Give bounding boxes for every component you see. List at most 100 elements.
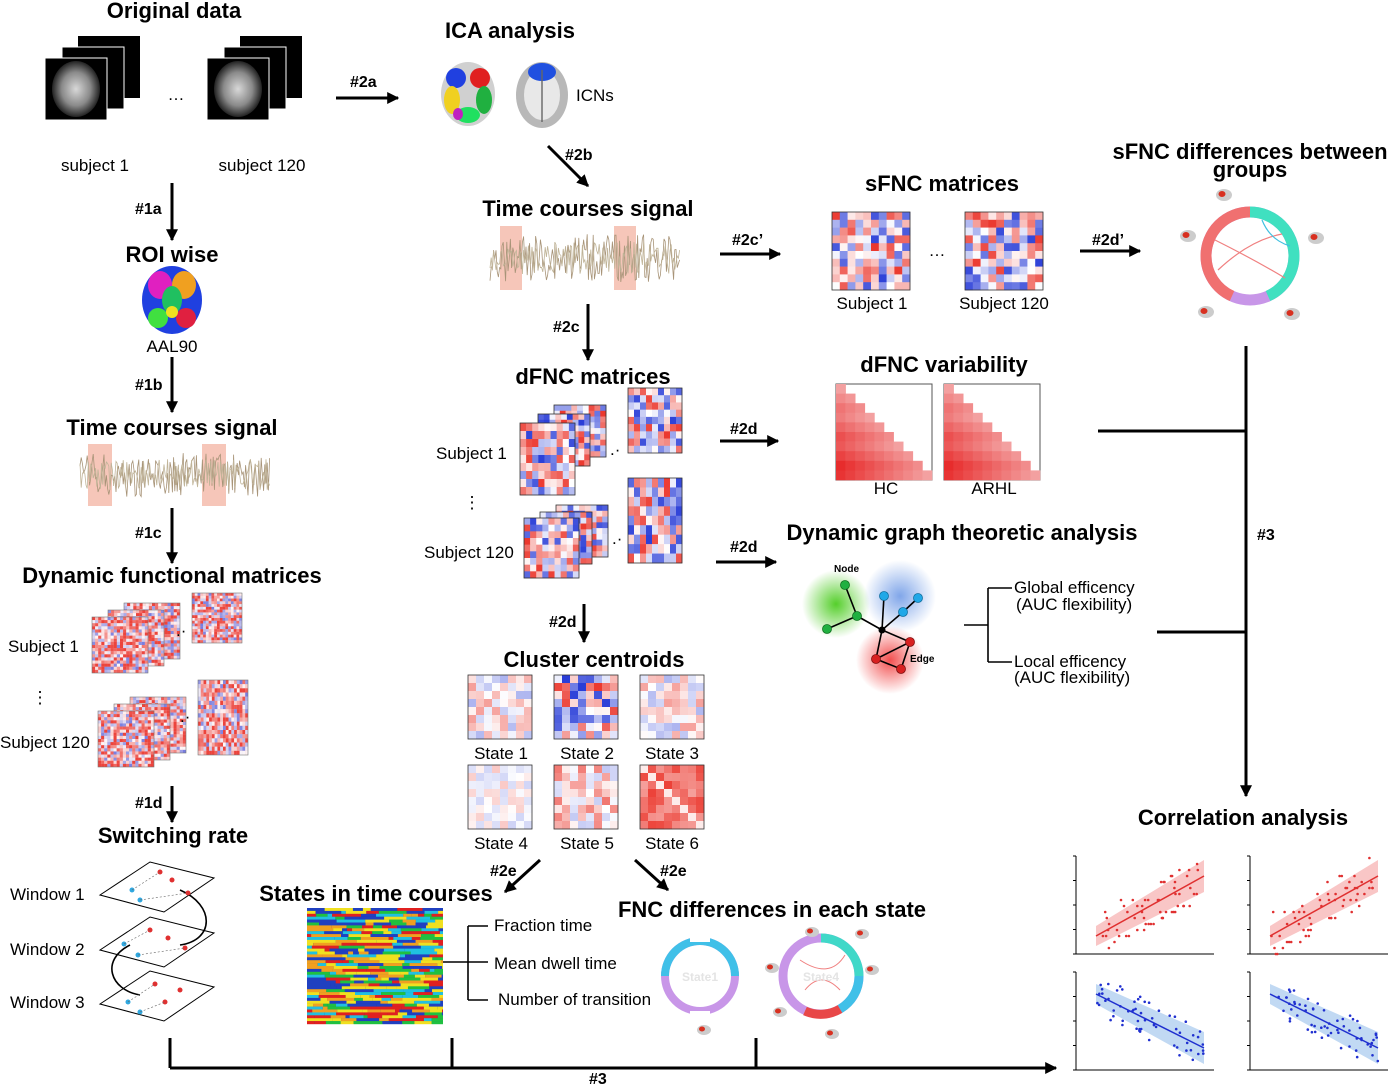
matrix-frame	[97, 710, 155, 768]
state-metrics-bracket	[443, 925, 488, 1001]
connectivity-matrix	[520, 423, 576, 496]
arhl-label: ARHL	[971, 479, 1016, 498]
connectivity-matrix	[628, 478, 683, 564]
step-3-bottom-label: #3	[589, 1071, 607, 1086]
time-courses-middle-title: Time courses signal	[482, 196, 693, 221]
state-4-label: State 4	[474, 834, 528, 853]
state-3-label: State 3	[645, 744, 699, 763]
cluster-centroids-title: Cluster centroids	[504, 647, 685, 672]
matrix-frame	[553, 764, 619, 830]
edge-label: Edge	[910, 654, 935, 665]
signal-wave	[79, 459, 270, 491]
connectivity-matrix	[628, 388, 683, 454]
states-in-time-title: States in time courses	[259, 881, 493, 906]
step-2c-label: #2c	[553, 319, 580, 336]
connectivity-matrix	[524, 518, 580, 579]
variability-triangle	[836, 384, 933, 481]
local-auc-label: (AUC flexibility)	[1014, 668, 1130, 687]
correlation-analysis-title: Correlation analysis	[1138, 805, 1348, 830]
scatter-panel	[1247, 971, 1388, 1071]
sfnc-diff-title-line1: sFNC differences between	[1112, 139, 1387, 164]
ica-colored-brain	[441, 62, 495, 126]
graph-metrics-bracket	[964, 587, 1012, 663]
step-2c-prime-label: #2c’	[732, 232, 763, 249]
dfm-vertical-dots: ⋮	[32, 688, 49, 707]
scatter-panel	[1247, 855, 1388, 956]
step-2b-label: #2b	[565, 147, 593, 164]
subject-1-mri-stack	[44, 36, 140, 121]
mean-dwell-time-label: Mean dwell time	[494, 954, 617, 973]
connectivity-matrix	[965, 212, 1044, 291]
variability-triangle	[944, 384, 1041, 481]
connectivity-matrix	[832, 212, 911, 291]
scatter-panel	[1073, 971, 1214, 1071]
connectivity-matrix	[468, 675, 533, 740]
hc-label: HC	[874, 479, 899, 498]
state-5-label: State 5	[560, 834, 614, 853]
time-course-signal-left	[79, 444, 270, 506]
dfnc-matrix-stacks	[519, 387, 683, 579]
window-2-label: Window 2	[10, 940, 85, 959]
arrow-2e-left	[503, 858, 542, 894]
scatter-panel	[1073, 855, 1214, 955]
dense-matrix	[92, 617, 148, 673]
dense-matrix	[98, 711, 154, 767]
node-label: Node	[834, 564, 859, 575]
step-3-right-label: #3	[1257, 527, 1275, 544]
fraction-time-label: Fraction time	[494, 916, 592, 935]
dfnc-ellipsis-2: .·	[612, 529, 622, 548]
sfnc-ellipsis: …	[929, 241, 946, 260]
icns-label: ICNs	[576, 86, 614, 105]
matrix-frame	[523, 517, 580, 579]
dense-matrix	[192, 593, 242, 643]
dfnc-variability-matrices	[835, 383, 1041, 481]
step-2d-graph-label: #2d	[730, 539, 758, 556]
sfnc-diff-title-line2: groups	[1213, 157, 1288, 182]
step-1c-label: #1c	[135, 525, 162, 542]
matrix-frame	[197, 679, 249, 756]
connectivity-matrix	[468, 765, 533, 830]
state-1-label: State 1	[474, 744, 528, 763]
dfnc-matrices-title: dFNC matrices	[515, 364, 670, 389]
matrix-frame	[91, 616, 149, 674]
dfnc-ellipsis-1: .·	[610, 440, 620, 459]
step-2e-right-label: #2e	[660, 863, 687, 880]
dfm-subject-120-label: Subject 120	[0, 733, 90, 752]
ellipsis-subjects: …	[168, 85, 185, 104]
subject-120-mri-stack	[206, 36, 302, 121]
connectivity-matrix	[640, 765, 705, 830]
correlation-scatter-plots	[1073, 855, 1388, 1071]
dfm-subject-1-label: Subject 1	[8, 637, 79, 656]
state-2-label: State 2	[560, 744, 614, 763]
aal90-atlas-brain	[142, 266, 202, 334]
dfnc-vertical-dots: ⋮	[464, 493, 481, 512]
graph-network-illustration	[802, 560, 936, 694]
step-2e-left-label: #2e	[490, 863, 517, 880]
subject-120-label: subject 120	[219, 156, 306, 175]
time-course-signal-middle	[489, 226, 680, 290]
arrow-2b	[546, 144, 590, 188]
ica-analysis-title: ICA analysis	[445, 18, 575, 43]
dfm-ellipsis-2: .·	[180, 707, 190, 726]
dyn-graph-title: Dynamic graph theoretic analysis	[787, 520, 1138, 545]
step-2d-prime-label: #2d’	[1092, 232, 1124, 249]
state1-connectogram: State1	[661, 934, 739, 1035]
dfnc-subject-1-label: Subject 1	[436, 444, 507, 463]
sfnc-subject-1-label: Subject 1	[837, 294, 908, 313]
matrix-frame	[831, 211, 911, 291]
number-of-transition-label: Number of transition	[498, 990, 651, 1009]
matrix-frame	[467, 674, 533, 740]
matrix-frame	[964, 211, 1044, 291]
matrix-frame	[639, 674, 705, 740]
ring-state4-label: State4	[803, 970, 839, 984]
signal-wave	[79, 453, 270, 498]
switching-rate-title: Switching rate	[98, 823, 248, 848]
matrix-frame	[467, 764, 533, 830]
sfnc-subject-120-label: Subject 120	[959, 294, 1049, 313]
step-1d-label: #1d	[135, 795, 163, 812]
icns-brain	[516, 62, 568, 128]
sfnc-matrices	[831, 211, 1044, 291]
step-2d-middle-label: #2d	[549, 614, 577, 631]
